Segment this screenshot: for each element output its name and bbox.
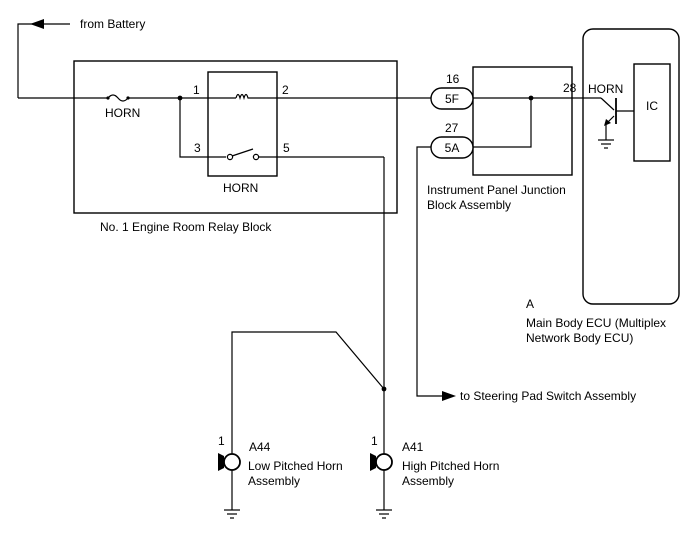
ecu-pin: 28	[563, 81, 577, 95]
relay-pin-5: 5	[283, 141, 290, 155]
junction-block: 5F 16 5A 27	[430, 66, 601, 176]
switch-contact-icon	[226, 153, 234, 161]
junction-title-line2: Block Assembly	[427, 198, 511, 212]
relay-branch-wire	[179, 98, 226, 158]
relay-block: HORN 1 2 3 5 HORN	[73, 60, 398, 214]
horn-icon	[370, 453, 393, 471]
horn-icon	[218, 453, 241, 471]
low-horn-code: A44	[249, 440, 271, 454]
fuse-terminal-icon	[106, 96, 110, 100]
low-horn-branch-wire	[231, 331, 385, 460]
switch-contact-icon	[252, 153, 260, 161]
ecu-code: A	[526, 297, 534, 311]
junction-title-line1: Instrument Panel Junction	[427, 183, 566, 197]
steering-pad-wire	[416, 146, 448, 397]
ecu-signal-label: HORN	[588, 82, 623, 96]
high-horn-pin: 1	[371, 434, 378, 448]
battery-arrow-icon	[30, 19, 44, 29]
ground-icon	[598, 139, 614, 149]
high-horn-name-line2: Assembly	[402, 474, 454, 488]
transistor-collector-wire	[600, 97, 615, 111]
fuse-label: HORN	[105, 106, 140, 120]
relay-block-title: No. 1 Engine Room Relay Block	[100, 220, 272, 234]
relay-pin-3: 3	[194, 141, 201, 155]
low-horn-pin: 1	[218, 434, 225, 448]
relay-coil-icon	[235, 93, 250, 101]
ic-box	[633, 63, 671, 162]
connector-5a-code: 5A	[445, 141, 460, 155]
low-pitched-horn: 1 A44 Low Pitched Horn Assembly	[218, 434, 343, 519]
main-body-ecu: 28 HORN IC	[563, 28, 680, 305]
relay-switch-icon	[231, 148, 254, 157]
steering-pad-arrow-icon	[442, 391, 456, 401]
relay-pin-1: 1	[193, 83, 200, 97]
ground-icon	[376, 509, 392, 519]
relay-label: HORN	[223, 181, 258, 195]
high-pitched-horn: 1 A41 High Pitched Horn Assembly	[370, 434, 499, 519]
ecu-outline	[582, 28, 680, 305]
relay-block-outline	[73, 60, 398, 214]
high-horn-name-line1: High Pitched Horn	[402, 459, 499, 473]
from-battery-label: from Battery	[80, 17, 145, 31]
junction-dot	[381, 386, 387, 392]
connector-5f-pin: 16	[446, 72, 460, 86]
ground-icon	[224, 509, 240, 519]
low-horn-name-line2: Assembly	[248, 474, 300, 488]
junction-block-outline	[472, 66, 573, 176]
low-horn-name-line1: Low Pitched Horn	[248, 459, 343, 473]
high-horn-code: A41	[402, 440, 424, 454]
connector-5a-pin: 27	[445, 121, 459, 135]
junction-internal-wire	[473, 98, 532, 148]
battery-feed: from Battery	[17, 17, 145, 98]
connector-5f-code: 5F	[445, 92, 459, 106]
ecu-title-line1: Main Body ECU (Multiplex	[526, 316, 666, 330]
ecu-title-line2: Network Body ECU)	[526, 331, 633, 345]
to-steering-pad-label: to Steering Pad Switch Assembly	[460, 389, 636, 403]
fuse-icon	[107, 94, 129, 102]
battery-wire	[17, 23, 48, 98]
ic-label: IC	[646, 99, 658, 113]
relay-pin-2: 2	[282, 83, 289, 97]
fuse-terminal-icon	[126, 96, 130, 100]
relay-outline	[207, 71, 278, 177]
